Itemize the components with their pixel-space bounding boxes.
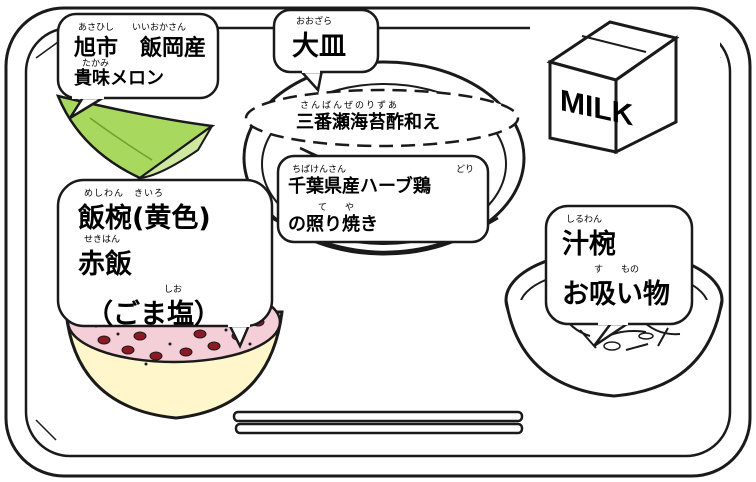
ruby-suimono: す もの — [594, 265, 640, 275]
melon-line2: 貴味メロン — [74, 68, 164, 89]
plate-line1: 大皿 — [292, 31, 346, 62]
rice-line3: （ごま塩） — [86, 299, 221, 330]
soup-line1: 汁椀 — [562, 229, 616, 260]
bubble-chicken — [276, 146, 490, 244]
bubble-soup — [544, 204, 694, 348]
chopsticks — [232, 410, 524, 435]
chicken-line1: 千葉県産ハーブ鶏 — [288, 176, 431, 197]
bubble-rice — [56, 178, 274, 349]
rice-line2: 赤飯 — [78, 249, 132, 280]
ruby-chiba: ちばけんさん — [292, 165, 347, 175]
bubble-plate — [272, 8, 380, 93]
ruby-asahi: あさひし — [78, 23, 115, 33]
soup-line2: お吸い物 — [562, 279, 670, 310]
milk-carton — [530, 20, 720, 220]
ruby-shio: しお — [164, 285, 183, 295]
ruby-oozara: おおざら — [296, 17, 333, 27]
salad-line1: 三番瀬海苔酢和え — [296, 112, 440, 133]
melon-slice — [55, 94, 216, 180]
chicken-line2: の照り焼き — [288, 214, 378, 235]
ruby-iioka: いいおかさん — [132, 23, 187, 33]
bubble-melon — [56, 12, 220, 120]
rice-line1: 飯椀(黄色) — [78, 203, 211, 234]
ruby-takami: たかみ — [82, 59, 110, 69]
ruby-teriyaki: て や — [318, 203, 355, 213]
ruby-meshiwan: めしわん きいろ — [84, 189, 165, 199]
ruby-dori: どり — [456, 165, 475, 175]
ruby-shiruwan: しるわん — [566, 215, 603, 225]
ruby-salad: さんばんぜのりずあ — [300, 101, 400, 111]
ruby-sekihan: せきはん — [84, 235, 121, 245]
melon-line1: 旭市 飯岡産 — [74, 36, 207, 61]
bubble-salad — [244, 88, 520, 148]
